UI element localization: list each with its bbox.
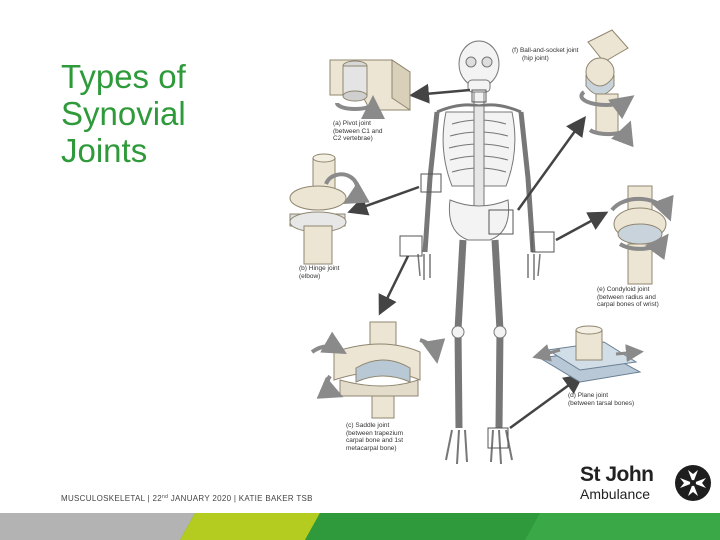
title-line-2: Synovial xyxy=(61,95,186,132)
title-line-1: Types of xyxy=(61,58,186,95)
saddle-joint-model xyxy=(310,321,446,419)
logo-wordmark: St John Ambulance xyxy=(580,463,670,503)
title-line-3: Joints xyxy=(61,132,148,169)
logo-line-1: St John xyxy=(580,463,654,486)
pivot-joint-model xyxy=(329,59,411,120)
label-pivot-joint: (a) Pivot joint (between C1 and C2 verte… xyxy=(333,120,383,142)
condyloid-joint-model xyxy=(610,185,674,285)
label-saddle-joint: (c) Saddle joint (between trapezium carp… xyxy=(346,422,404,452)
maltese-cross-icon xyxy=(675,465,711,501)
footer-text-post: JANUARY 2020 | KATIE BAKER TSB xyxy=(168,494,313,503)
pointer-arrows xyxy=(347,83,609,430)
footer-text: MUSCULOSKELETAL | 22nd JANUARY 2020 | KA… xyxy=(61,494,313,503)
skeleton xyxy=(399,40,555,465)
logo-line-2: Ambulance xyxy=(580,486,651,502)
footer-text-sup: nd xyxy=(162,494,169,500)
hinge-joint-model xyxy=(289,153,370,265)
ball-and-socket-joint-model xyxy=(579,29,635,148)
footer-color-bar xyxy=(0,513,720,540)
plane-joint-model xyxy=(532,325,644,383)
label-hinge-joint: (b) Hinge joint (elbow) xyxy=(299,265,340,280)
slide-title: Types of Synovial Joints xyxy=(61,58,281,169)
label-plane-joint: (d) Plane joint (between tarsal bones) xyxy=(568,392,635,407)
synovial-joints-illustration xyxy=(289,29,674,465)
label-ball-and-socket-joint: (f) Ball-and-socket joint (hip joint) xyxy=(512,47,579,62)
st-john-ambulance-logo: St John Ambulance xyxy=(580,464,712,506)
footer-text-pre: MUSCULOSKELETAL | 22 xyxy=(61,494,162,503)
label-condyloid-joint: (e) Condyloid joint (between radius and … xyxy=(597,286,659,308)
